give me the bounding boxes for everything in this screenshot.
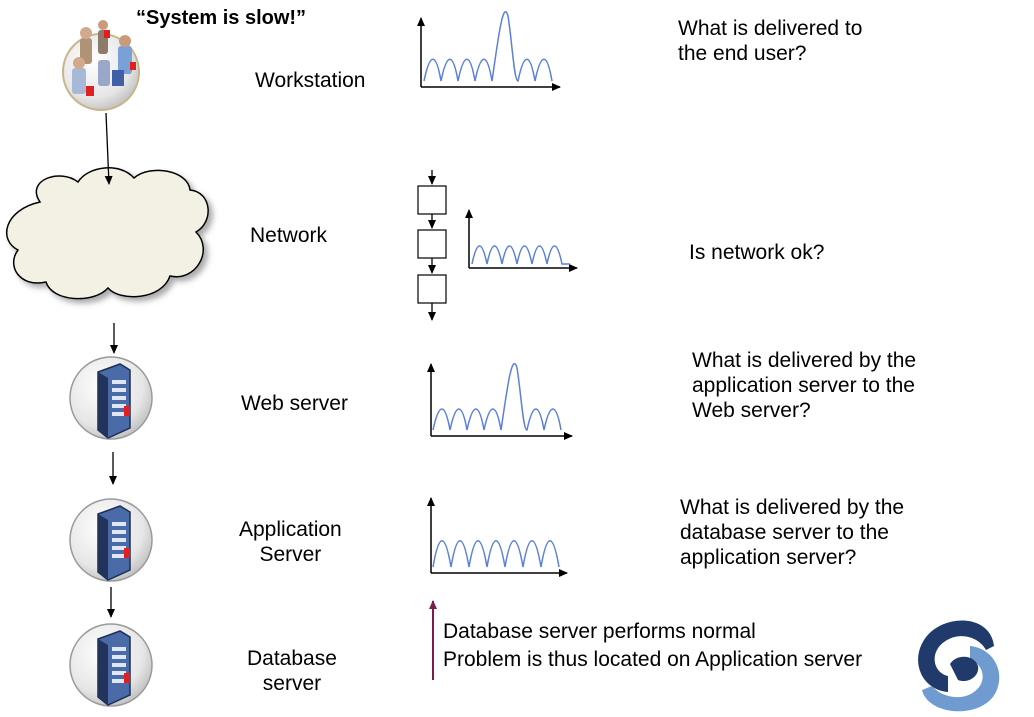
question-web-server: What is delivered by the application ser… (692, 349, 917, 422)
server-icon (69, 356, 153, 440)
cloud-icon (5, 167, 209, 300)
tier-label-application-server: Application Server (239, 518, 342, 566)
headline: “System is slow!” (136, 7, 307, 29)
server-icon (69, 623, 153, 707)
tier-flow-arrows (104, 112, 118, 618)
server-icon (69, 498, 153, 582)
wave-chart-network (465, 209, 578, 272)
conclusion-line-1: Database server performs normal (443, 620, 756, 643)
wave-chart-workstation (417, 11, 561, 91)
tier-label-web-server: Web server (241, 392, 348, 415)
tier-label-workstation: Workstation (255, 69, 366, 92)
wave-chart-web-server (427, 362, 573, 440)
company-logo-icon (918, 620, 1000, 712)
question-network: Is network ok? (689, 241, 825, 264)
packet-chain (417, 170, 447, 321)
wave-chart-application-server (427, 497, 568, 577)
tier-label-network: Network (250, 224, 328, 247)
users-icon (62, 20, 140, 111)
conclusion-line-2: Problem is thus located on Application s… (443, 648, 863, 671)
question-application-server: What is delivered by the database server… (680, 496, 905, 569)
tier-label-database-server: Database server (247, 647, 337, 695)
question-workstation: What is delivered to the end user? (678, 17, 863, 65)
